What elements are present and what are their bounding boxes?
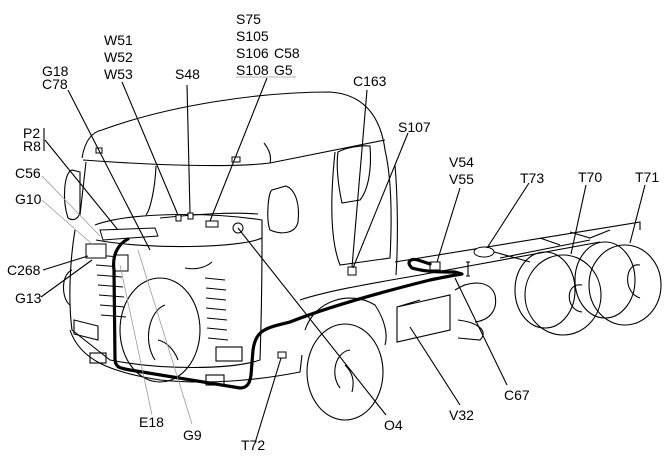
chassis-rail-lower xyxy=(299,241,601,301)
right-mirror xyxy=(267,185,300,234)
leader-t73 xyxy=(486,182,530,249)
door-line xyxy=(394,164,398,276)
truck-illustration xyxy=(62,91,662,421)
labels: W51 W52 W53 S75 S105 S106 C58 S108 G5 G1… xyxy=(7,11,659,453)
label-t70: T70 xyxy=(578,169,602,185)
front-right-hub xyxy=(334,349,354,393)
front-corner xyxy=(62,269,73,306)
label-g5: G5 xyxy=(274,62,293,78)
leader-c56 xyxy=(41,175,101,237)
chassis-crossmembers xyxy=(479,229,611,263)
leader-t70 xyxy=(570,184,587,255)
leader-c163 xyxy=(351,89,368,268)
label-t72: T72 xyxy=(241,437,265,453)
label-w53: W53 xyxy=(104,66,133,82)
rear-wheel-1-hub xyxy=(568,284,583,313)
front-grille-face xyxy=(69,229,263,369)
label-p2: P2 xyxy=(23,125,40,141)
sun-visor xyxy=(82,142,272,167)
front-bumper xyxy=(69,329,303,383)
label-s105: S105 xyxy=(236,28,269,44)
rear-wheel-1-outer xyxy=(524,254,602,336)
leader-c268 xyxy=(42,255,89,271)
main-harness-wire xyxy=(112,237,464,390)
label-s75: S75 xyxy=(236,11,261,27)
wheel-arch xyxy=(304,297,387,346)
component-dash-right xyxy=(231,156,241,163)
leader-g9 xyxy=(137,249,193,425)
label-v55: V55 xyxy=(449,171,474,187)
label-c78: C78 xyxy=(42,76,68,92)
front-left-hub xyxy=(147,304,179,361)
component-c67-bracket xyxy=(466,261,470,277)
battery-box xyxy=(396,294,451,343)
leader-t72 xyxy=(254,357,282,444)
rear-wheel-1-inner xyxy=(514,251,576,329)
cab-side xyxy=(269,139,392,266)
label-c58: C58 xyxy=(274,45,300,61)
leader-v32 xyxy=(409,326,461,406)
component-c163 xyxy=(347,266,357,276)
front-left-wheel xyxy=(119,277,201,383)
rear-wheel-2-inner xyxy=(574,241,636,319)
leader-o4 xyxy=(237,227,387,416)
label-c163: C163 xyxy=(353,73,387,89)
label-t73: T73 xyxy=(520,170,544,186)
leader-s48 xyxy=(186,84,191,214)
component-w5x xyxy=(175,214,182,222)
windshield xyxy=(79,161,259,219)
leader-e18 xyxy=(119,264,153,416)
front-right-wheel xyxy=(306,323,384,421)
label-t71: T71 xyxy=(635,169,659,185)
hood xyxy=(94,213,263,248)
label-g10: G10 xyxy=(15,191,42,207)
left-mirror xyxy=(63,169,81,221)
component-t73 xyxy=(473,246,495,258)
label-s48: S48 xyxy=(175,66,200,82)
component-t72 xyxy=(277,351,287,359)
label-c268: C268 xyxy=(7,262,41,278)
label-w52: W52 xyxy=(104,49,133,65)
component-v54-v55 xyxy=(429,261,441,271)
label-c67: C67 xyxy=(504,387,530,403)
air-tanks xyxy=(454,282,497,341)
rear-wheel-2-outer xyxy=(588,244,662,326)
component-s48 xyxy=(187,212,194,220)
leader-g18-c78 xyxy=(67,89,151,251)
headlight-right xyxy=(215,346,243,362)
label-c56: C56 xyxy=(15,165,41,181)
leader-v54-v55 xyxy=(436,187,461,263)
leader-w51-w53 xyxy=(121,81,179,216)
label-o4: O4 xyxy=(384,417,403,433)
cab-emblem xyxy=(184,261,213,270)
label-s107: S107 xyxy=(398,119,431,135)
leader-p2-r8 xyxy=(44,139,119,231)
label-s108: S108 xyxy=(236,62,269,78)
leader-lines xyxy=(40,76,646,444)
leader-t71 xyxy=(629,184,646,244)
component-s-group xyxy=(205,220,219,228)
headlight-left xyxy=(73,319,99,341)
component-fuse-block xyxy=(85,243,107,259)
leader-s107 xyxy=(352,132,409,269)
leader-g10 xyxy=(41,199,93,245)
label-v54: V54 xyxy=(449,154,474,170)
label-v32: V32 xyxy=(449,407,474,423)
label-g18: G18 xyxy=(42,63,69,79)
label-w51: W51 xyxy=(104,32,133,48)
cab-roof xyxy=(81,91,386,159)
bumper-light-left xyxy=(89,352,107,364)
label-r8: R8 xyxy=(23,138,41,154)
label-e18: E18 xyxy=(139,414,164,430)
leader-g13 xyxy=(40,259,93,298)
label-g9: G9 xyxy=(183,427,202,443)
label-g13: G13 xyxy=(15,290,42,306)
label-s106: S106 xyxy=(236,45,269,61)
rear-wheel-2-hub xyxy=(627,264,641,299)
door-window xyxy=(336,145,372,204)
leader-s-group xyxy=(209,77,268,222)
leader-c67 xyxy=(454,277,508,386)
